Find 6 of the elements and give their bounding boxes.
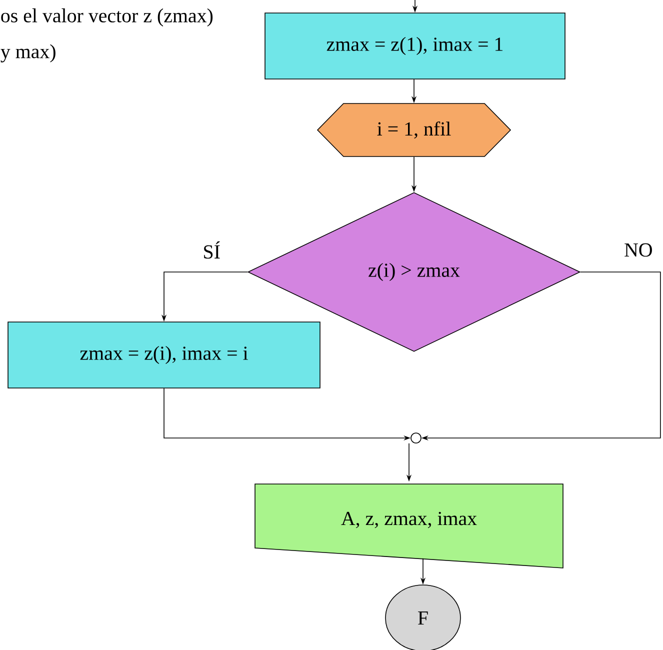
process-box: zmax = z(1), imax = 1 — [264, 12, 566, 80]
process-box: zmax = z(i), imax = i — [8, 322, 320, 388]
note-text: os el valor vector z (zmax) y max) — [0, 8, 213, 62]
end-terminal: F — [385, 584, 461, 650]
edge-label: SÍ — [202, 240, 222, 260]
edge-label: NO — [623, 242, 654, 258]
